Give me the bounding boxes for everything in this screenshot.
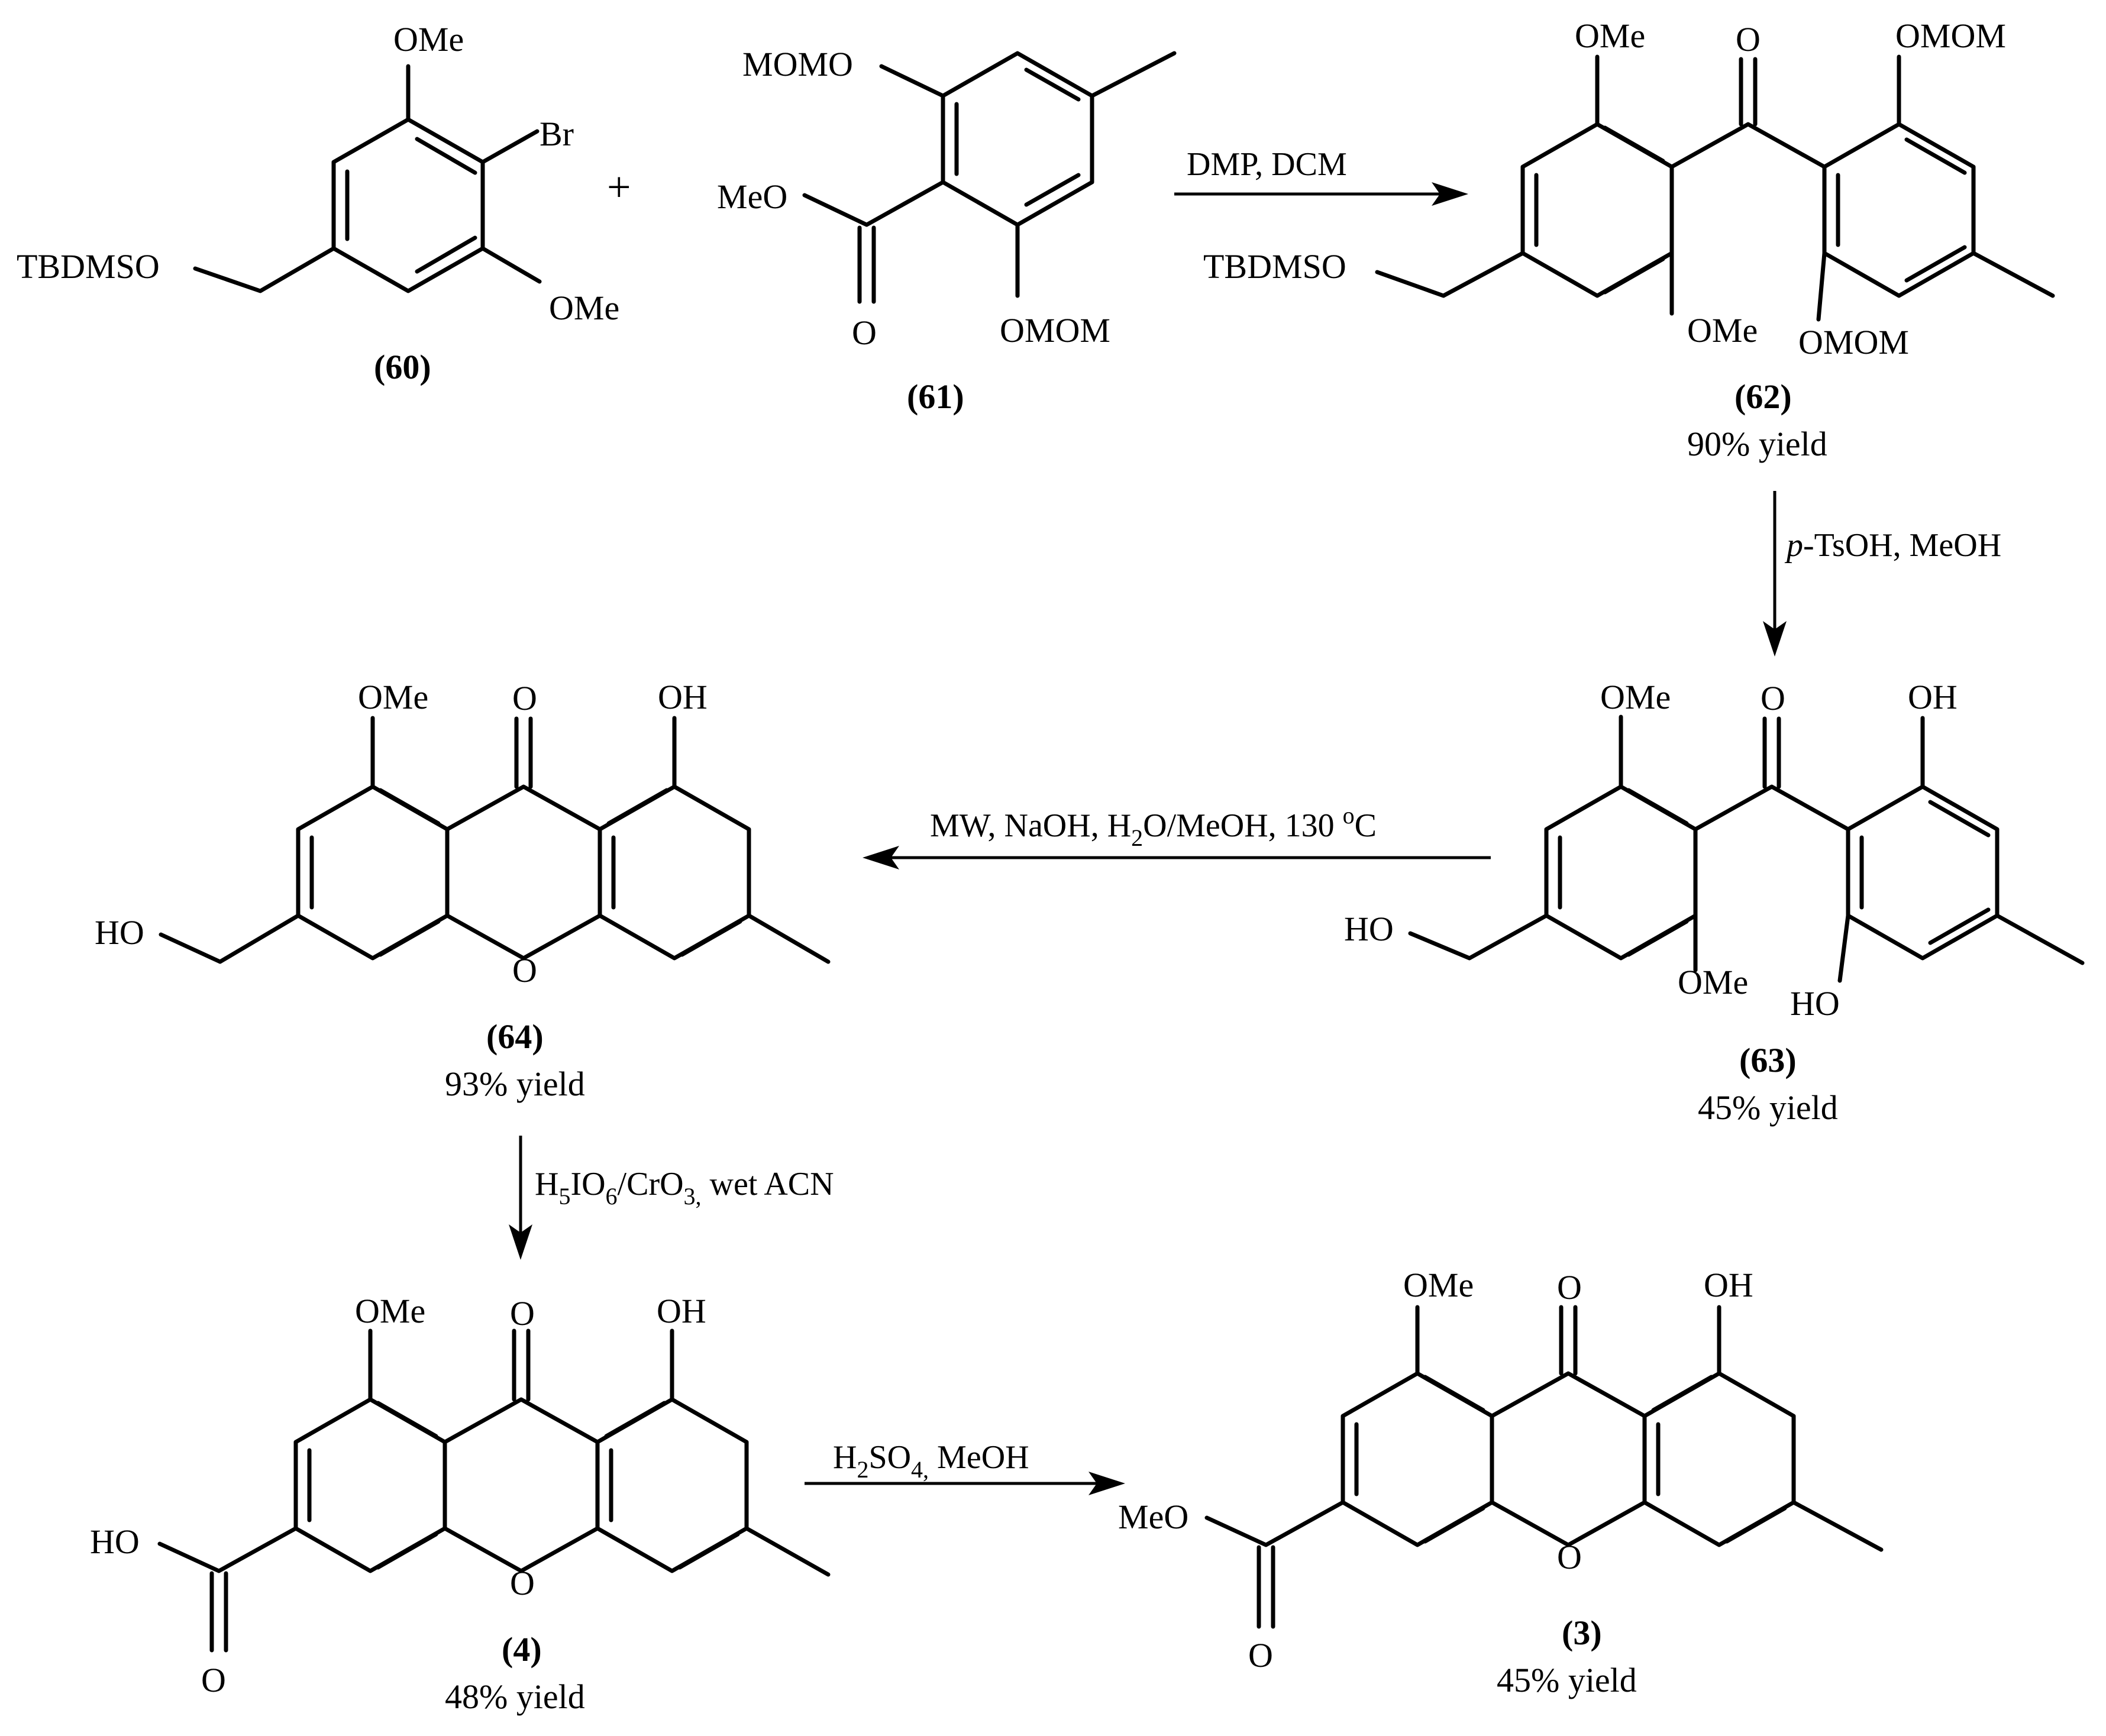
compound-63-number: (63) <box>1739 1041 1797 1079</box>
c3-oh-label: OH <box>1704 1266 1753 1304</box>
reaction-5-text-b: SO <box>868 1439 911 1476</box>
compound-64-number: (64) <box>486 1017 544 1056</box>
compound-64-yield: 93% yield <box>445 1065 585 1103</box>
reaction-3-conditions: MW, NaOH, H2O/MeOH, 130 oC <box>930 802 1377 851</box>
reaction-3-sub: 2 <box>1131 825 1143 851</box>
c4-oh-label: OH <box>657 1292 706 1330</box>
reaction-3-sup: o <box>1343 802 1355 829</box>
c3-ester-o-label: O <box>1248 1636 1273 1674</box>
reaction-3-arrow <box>863 846 1491 869</box>
reaction-5-sub-a: 2 <box>857 1456 868 1483</box>
compound-61-structure <box>802 51 1177 304</box>
reaction-4-sub-b: 6 <box>606 1183 618 1210</box>
c61-meo-label: MeO <box>717 177 787 216</box>
compound-62-yield: 90% yield <box>1687 425 1827 463</box>
reaction-3-text-b: O/MeOH, 130 <box>1143 807 1343 844</box>
reaction-4-arrow <box>509 1136 532 1260</box>
reaction-2-italic: p <box>1784 527 1803 564</box>
reaction-3-text-c: C <box>1355 807 1377 844</box>
reaction-4-sub-a: 5 <box>558 1183 570 1210</box>
reaction-1-conditions: DMP, DCM <box>1187 146 1347 183</box>
c64-ho-label: HO <box>95 913 144 952</box>
compound-60-structure <box>193 64 542 293</box>
compound-4-yield: 48% yield <box>445 1677 585 1716</box>
compound-63-yield: 45% yield <box>1698 1088 1838 1127</box>
compound-4-number: (4) <box>502 1630 542 1669</box>
compound-3-yield: 45% yield <box>1497 1661 1637 1699</box>
compound-3-structure <box>1204 1305 1884 1629</box>
c62-ome-bottom-label: OMe <box>1687 311 1758 350</box>
c3-ring-o-label: O <box>1557 1538 1582 1576</box>
c4-ome-label: OMe <box>355 1292 425 1330</box>
c64-ring-o-label: O <box>512 951 537 990</box>
reaction-5-conditions: H2SO4, MeOH <box>833 1439 1029 1483</box>
c63-ome-bottom-label: OMe <box>1678 963 1748 1001</box>
c62-omom-bottom-label: OMOM <box>1798 323 1909 361</box>
reaction-4-text-a: H <box>535 1166 558 1202</box>
c63-ome-top-label: OMe <box>1600 678 1671 716</box>
compound-62-number: (62) <box>1734 377 1792 416</box>
c60-br-label: Br <box>540 115 574 153</box>
compound-61-number: (61) <box>907 377 964 416</box>
reaction-2-arrow <box>1763 491 1787 657</box>
reaction-4-sub-c: 3, <box>684 1183 702 1210</box>
reaction-5-text-a: H <box>833 1439 857 1476</box>
c62-carbonyl-o-label: O <box>1736 20 1761 59</box>
c4-ring-o-label: O <box>510 1564 535 1602</box>
reaction-1-arrow <box>1174 182 1468 206</box>
c60-tbdmso-label: TBDMSO <box>17 247 160 286</box>
compound-64-structure <box>159 716 831 964</box>
reaction-4-text-d: wet ACN <box>702 1166 834 1202</box>
c61-omom-label: OMOM <box>1000 311 1110 350</box>
c3-ome-label: OMe <box>1403 1266 1474 1304</box>
c61-carbonyl-o-label: O <box>852 313 877 352</box>
c63-ho-bottom-label: HO <box>1790 984 1840 1023</box>
c4-ho-label: HO <box>90 1522 140 1561</box>
c63-oh-top-label: OH <box>1908 678 1958 716</box>
c62-omom-top-label: OMOM <box>1895 17 2006 55</box>
reaction-2-text: -TsOH, MeOH <box>1803 527 2001 564</box>
c3-carbonyl-o-label: O <box>1557 1268 1582 1307</box>
c61-momo-label: MOMO <box>742 45 853 83</box>
compound-63-structure <box>1408 715 2085 983</box>
compound-4-structure <box>157 1328 831 1653</box>
c63-ho-label: HO <box>1344 910 1394 948</box>
reaction-4-conditions: H5IO6/CrO3, wet ACN <box>535 1166 834 1210</box>
c64-oh-label: OH <box>658 678 708 716</box>
reaction-5-text-c: MeOH <box>929 1439 1029 1476</box>
c4-acid-o-label: O <box>201 1661 226 1699</box>
compound-3-number: (3) <box>1562 1614 1602 1652</box>
reaction-5-sub-b: 4, <box>911 1456 929 1483</box>
compound-60-number: (60) <box>374 348 431 386</box>
c4-carbonyl-o-label: O <box>510 1294 535 1333</box>
c64-carbonyl-o-label: O <box>512 679 537 717</box>
reaction-2-conditions: p-TsOH, MeOH <box>1784 527 2001 564</box>
plus-sign: + <box>607 163 631 211</box>
c3-meo-label: MeO <box>1118 1498 1188 1536</box>
c60-ome-top-label: OMe <box>393 20 464 59</box>
reaction-5-arrow <box>805 1472 1125 1495</box>
reaction-4-text-b: IO <box>570 1166 605 1202</box>
c60-ome-bottom-label: OMe <box>549 289 619 327</box>
c62-tbdmso-label: TBDMSO <box>1203 247 1346 286</box>
c63-carbonyl-o-label: O <box>1761 679 1785 717</box>
c62-ome-top-label: OMe <box>1575 17 1645 55</box>
c64-ome-label: OMe <box>358 678 428 716</box>
compound-62-structure <box>1375 54 2055 322</box>
reaction-4-text-c: /CrO <box>618 1166 684 1202</box>
reaction-3-text-a: MW, NaOH, H <box>930 807 1131 844</box>
